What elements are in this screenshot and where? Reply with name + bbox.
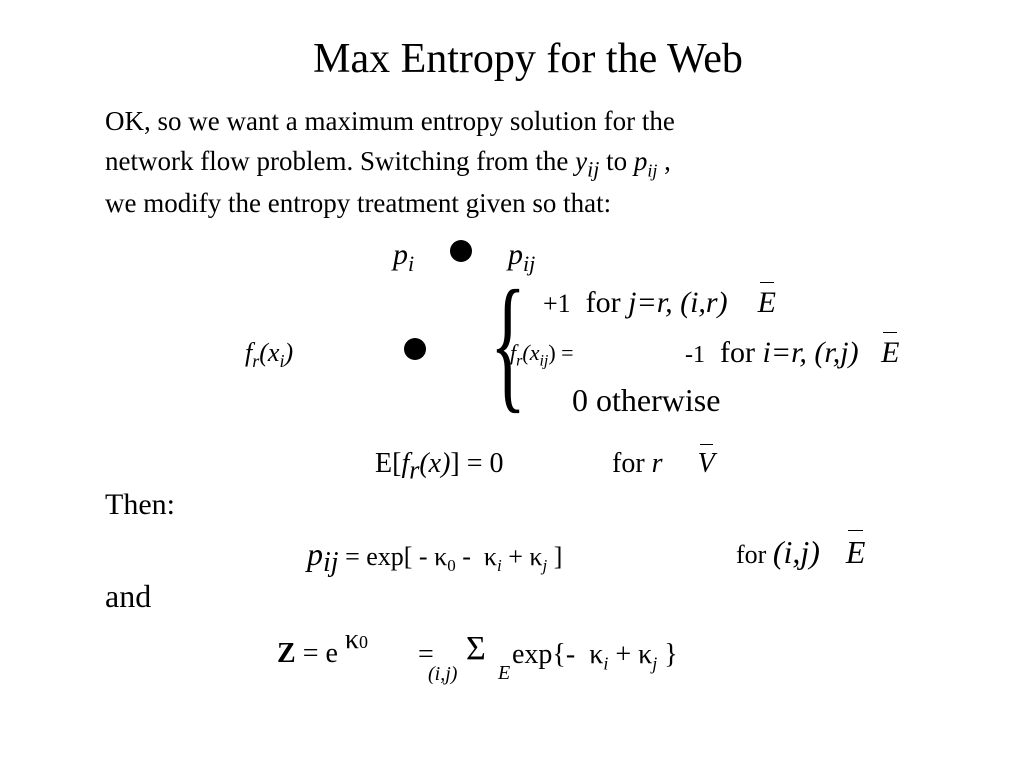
z-exp-term: exp{- κi + κj } — [512, 639, 678, 674]
z-equation: Z = e κ0 — [277, 623, 369, 669]
slide-title: Max Entropy for the Web — [313, 36, 743, 82]
and-label: and — [105, 578, 152, 614]
sum-index: (i,j) — [428, 663, 458, 685]
expectation-cond: for r V — [612, 444, 715, 479]
p-i-symbol: pi — [393, 238, 415, 276]
mapping-bullet — [450, 240, 472, 262]
mapping-bullet-2 — [404, 338, 426, 360]
sum-set-E: E — [498, 662, 511, 684]
y-ij-symbol: yij — [575, 146, 600, 182]
f-r-x-i: fr(xi) — [245, 338, 294, 372]
intro-line-2-text: network flow problem. Switching from the — [105, 146, 576, 176]
z-eq-sign: = — [418, 639, 434, 670]
intro-line-1: OK, so we want a maximum entropy solutio… — [105, 106, 675, 136]
expectation-eq: E[fr(x)] = 0 — [375, 448, 504, 485]
intro-line-2: network flow problem. Switching from the… — [105, 146, 671, 182]
cases-brace: { — [490, 260, 526, 426]
case-1: +1 for j=r, (i,r) E — [543, 282, 776, 319]
pij-condition: for (i,j) E — [736, 530, 866, 570]
p-ij-symbol-large: pij — [508, 238, 536, 276]
pij-equation: pij = exp[ - κ0 - κi + κj ] — [307, 536, 563, 579]
p-ij-symbol: pij — [633, 146, 658, 181]
case-2: -1 for i=r, (r,j) E — [685, 332, 900, 369]
f-r-x-ij: fr(xij) = — [510, 340, 574, 370]
intro-to: to — [599, 146, 634, 176]
case-3: 0 otherwise — [572, 382, 721, 418]
intro-comma: , — [657, 146, 671, 176]
intro-line-3: we modify the entropy treatment given so… — [105, 188, 612, 218]
then-label: Then: — [105, 488, 175, 521]
sigma-sum: Σ — [466, 630, 486, 667]
